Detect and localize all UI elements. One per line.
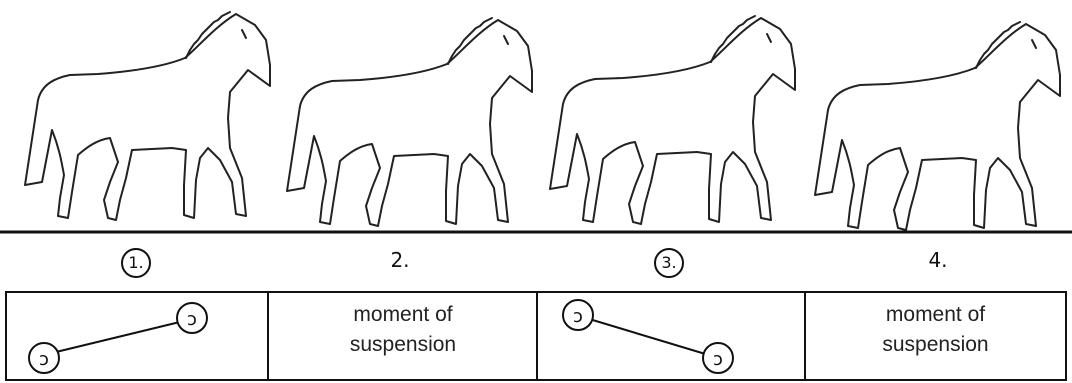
step-label-2: 2. xyxy=(350,248,450,272)
step-label-1: 1. xyxy=(86,248,186,278)
horse-figure-1 xyxy=(25,12,270,220)
hoof-mark: ɔ xyxy=(713,349,723,370)
footfall-pattern-3: ɔ ɔ xyxy=(563,300,733,373)
suspension-line-2: suspension xyxy=(268,330,538,360)
hoof-mark: ɔ xyxy=(187,309,197,330)
step-label-4: 4. xyxy=(888,248,988,272)
horse-figure-2 xyxy=(287,18,532,226)
hoof-mark: ɔ xyxy=(39,349,49,370)
suspension-line-1: moment of xyxy=(268,300,538,330)
suspension-line-1: moment of xyxy=(805,300,1066,330)
suspension-text-4: moment of suspension xyxy=(805,300,1066,360)
horse-figure-4 xyxy=(815,22,1060,230)
footfall-pattern-1: ɔ ɔ xyxy=(29,303,207,373)
suspension-line-2: suspension xyxy=(805,330,1066,360)
suspension-text-2: moment of suspension xyxy=(268,300,538,360)
step-label-3: 3. xyxy=(619,248,719,278)
hoof-mark: ɔ xyxy=(573,306,583,327)
horse-figure-3 xyxy=(550,16,795,224)
